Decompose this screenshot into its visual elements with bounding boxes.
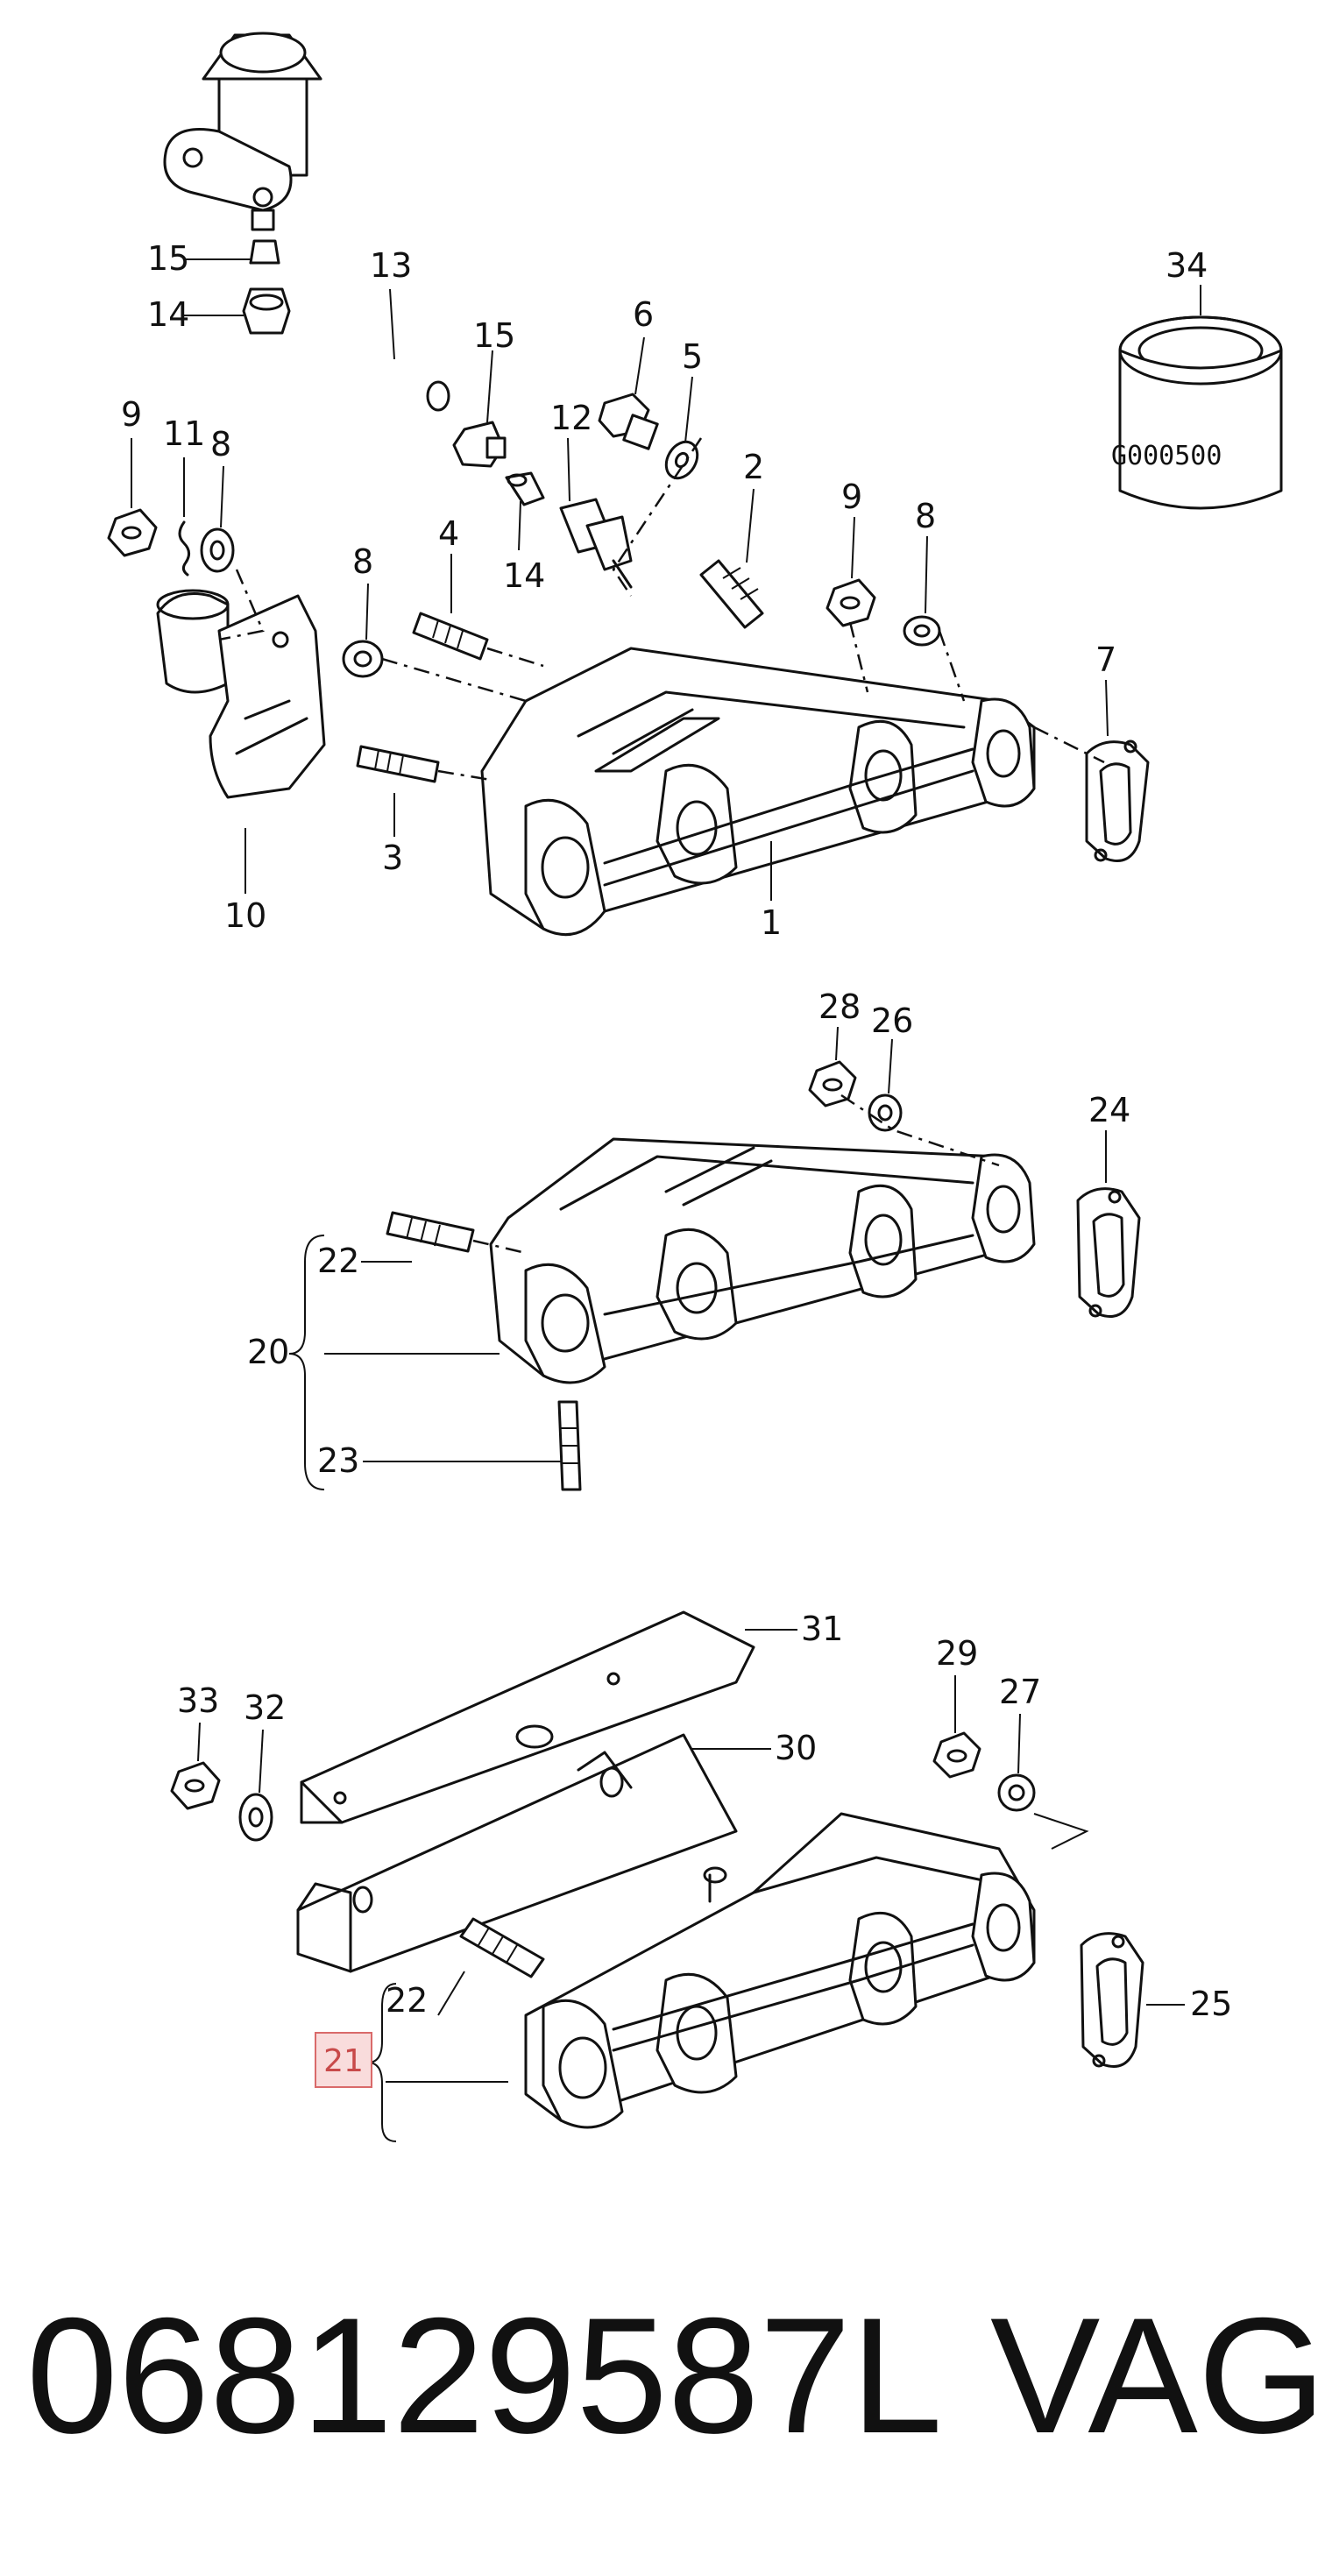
- leaders-mid: [288, 1026, 1107, 1490]
- washer-5: [664, 440, 699, 480]
- guide-lines-top: [218, 437, 1105, 782]
- callout-9-left: 9: [121, 395, 142, 434]
- gasket-24: [1076, 1187, 1141, 1318]
- callout-7: 7: [1095, 640, 1116, 679]
- nipple-14: [505, 471, 545, 506]
- fitting-15: [452, 421, 507, 468]
- nut-33: [170, 1761, 221, 1810]
- stud-3: [356, 745, 440, 783]
- callout-27: 27: [999, 1673, 1041, 1711]
- clip-11: [178, 520, 190, 577]
- callout-8-right: 8: [915, 497, 936, 535]
- nut-14-top: [242, 287, 291, 335]
- heat-shield-31: [300, 1610, 755, 1824]
- callout-22-mid: 22: [317, 1242, 359, 1280]
- callout-15-fitting: 15: [473, 316, 515, 355]
- stud-22-mid: [386, 1211, 475, 1253]
- washer-8-left: [200, 527, 235, 573]
- callout-14-nipple: 14: [503, 556, 545, 595]
- nut-9-left: [107, 508, 158, 557]
- stud-4: [412, 612, 489, 661]
- callout-15-top: 15: [147, 239, 189, 278]
- gasket-7: [1085, 740, 1150, 862]
- callout-3: 3: [382, 839, 403, 877]
- callout-22-bottom: 22: [386, 1981, 428, 2020]
- exhaust-manifold-1: [480, 647, 1036, 937]
- callout-14-top: 14: [147, 295, 189, 334]
- heat-shield-10: [156, 589, 326, 799]
- callout-11: 11: [163, 414, 205, 453]
- callout-9-right: 9: [841, 478, 862, 516]
- heat-shield-30: [296, 1733, 738, 1973]
- guide-lines-bottom: [1033, 1813, 1089, 1850]
- callout-28: 28: [818, 987, 861, 1026]
- canister-34: G000500: [1111, 315, 1283, 510]
- brand: VAG: [990, 2283, 1318, 2467]
- washer-32: [238, 1793, 273, 1842]
- callout-25: 25: [1190, 1985, 1232, 2023]
- callout-4: 4: [438, 514, 459, 553]
- washer-26: [868, 1093, 903, 1132]
- callout-32: 32: [244, 1688, 286, 1727]
- washer-8-center: [342, 640, 384, 678]
- callout-31: 31: [801, 1610, 843, 1648]
- leaders-top: [131, 258, 1201, 901]
- egr-valve: [163, 32, 322, 231]
- callout-21-highlighted: 21: [323, 2043, 364, 2079]
- callout-33: 33: [177, 1681, 219, 1720]
- callout-30: 30: [775, 1729, 817, 1767]
- callout-1: 1: [761, 903, 782, 942]
- washer-27: [997, 1773, 1036, 1812]
- stud-2: [699, 559, 764, 629]
- stud-22-bottom: [459, 1917, 545, 1978]
- gasket-25: [1080, 1932, 1144, 2068]
- callout-5: 5: [682, 337, 703, 376]
- callout-8-left: 8: [210, 425, 231, 464]
- guide-lines-mid: [472, 1093, 1000, 1255]
- part-number: 068129587L: [26, 2283, 943, 2467]
- nut-15-top: [249, 239, 280, 265]
- valve-12: [559, 498, 633, 589]
- exhaust-manifold-20: [489, 1137, 1036, 1384]
- callout-2: 2: [743, 448, 764, 486]
- callout-23: 23: [317, 1441, 359, 1480]
- washer-8-right: [903, 615, 941, 647]
- nut-29: [932, 1731, 981, 1779]
- canister-label: G000500: [1111, 441, 1222, 471]
- nut-9-right: [826, 578, 876, 627]
- callout-12: 12: [550, 399, 592, 437]
- exhaust-manifold-21: [524, 1812, 1036, 2129]
- callout-34: 34: [1166, 246, 1208, 285]
- banjo-bolt-6: [598, 393, 659, 450]
- callout-13: 13: [370, 246, 412, 285]
- callout-20: 20: [247, 1333, 289, 1371]
- callout-29: 29: [936, 1634, 978, 1673]
- callout-10: 10: [224, 896, 266, 935]
- callout-24: 24: [1088, 1091, 1130, 1129]
- callout-26: 26: [871, 1001, 913, 1040]
- stud-23: [557, 1400, 582, 1491]
- callout-8-center: 8: [352, 542, 373, 581]
- highlighted-callout-box: [315, 2032, 372, 2088]
- callout-6: 6: [633, 295, 654, 334]
- hose-13: [270, 357, 450, 423]
